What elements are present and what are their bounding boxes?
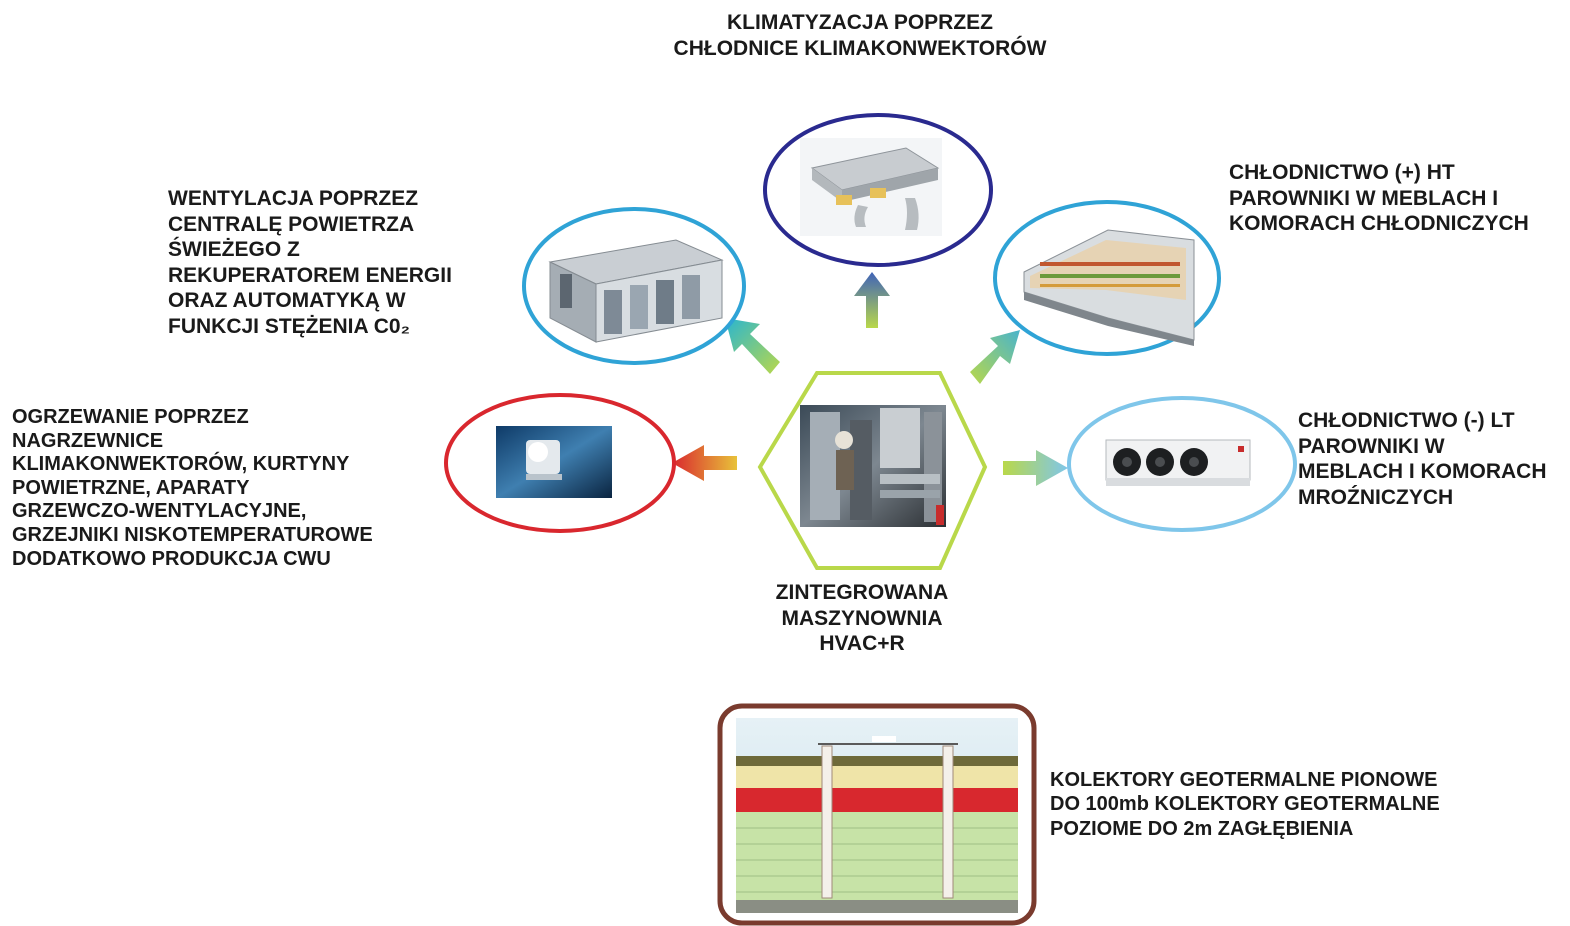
heating-label-line: GRZEWCZO-WENTYLACYJNE, <box>12 500 307 523</box>
cooling-lt-label-line: PAROWNIKI W <box>1298 434 1445 458</box>
heating-label-line: DODATKOWO PRODUKCJA CWU <box>12 547 331 570</box>
cooling-lt-label-line: CHŁODNICTWO (-) LT <box>1298 409 1515 432</box>
display-case-image <box>1023 229 1195 346</box>
cooling-ht-label: CHŁODNICTWO (+) HT PAROWNIKI W MEBLACH I… <box>1229 160 1529 237</box>
cooling-lt-label: CHŁODNICTWO (-) LT PAROWNIKI W MEBLACH I… <box>1298 408 1546 510</box>
geothermal-label-line: POZIOME DO 2m ZAGŁĘBIENIA <box>1050 817 1354 840</box>
center-label-line: HVAC+R <box>819 632 905 656</box>
geothermal-image <box>736 718 1018 913</box>
air-handling-unit-image <box>548 239 724 343</box>
center-label-line: ZINTEGROWANA <box>775 581 949 604</box>
arrow-right <box>1003 450 1068 486</box>
geothermal-label-line: DO 100mb KOLEKTORY GEOTERMALNE <box>1050 793 1440 816</box>
ventilation-label-line: ŚWIEŻEGO Z <box>168 238 300 262</box>
geothermal-label-line: KOLEKTORY GEOTERMALNE PIONOWE <box>1050 769 1438 791</box>
ventilation-label-line: CENTRALĘ POWIETRZA <box>168 212 415 236</box>
top-label: KLIMATYZACJA POPRZEZ CHŁODNICE KLIMAKONW… <box>640 10 1080 61</box>
machine-room-image <box>800 405 946 527</box>
cooling-ht-label-line: KOMORACH CHŁODNICZYCH <box>1229 212 1529 236</box>
center-label: ZINTEGROWANA MASZYNOWNIA HVAC+R <box>742 580 982 657</box>
arrow-up-left <box>725 318 780 374</box>
fan-coil-image <box>800 138 942 236</box>
ventilation-label-line: ORAZ AUTOMATYKĄ W <box>168 289 406 313</box>
evaporator-image <box>1105 439 1251 486</box>
top-label-line: KLIMATYZACJA POPRZEZ <box>727 11 993 34</box>
ventilation-label-line: WENTYLACJA POPRZEZ <box>168 187 419 210</box>
geothermal-label: KOLEKTORY GEOTERMALNE PIONOWE DO 100mb K… <box>1050 768 1440 841</box>
heating-label-line: NAGRZEWNICE <box>12 429 164 452</box>
cooling-lt-label-line: MROŹNICZYCH <box>1298 485 1454 509</box>
arrow-up <box>854 272 890 328</box>
heating-label: OGRZEWANIE POPRZEZ NAGRZEWNICE KLIMAKONW… <box>12 406 373 571</box>
heating-label-line: POWIETRZNE, APARATY <box>12 476 250 499</box>
arrow-up-right <box>970 330 1020 384</box>
heating-label-line: OGRZEWANIE POPRZEZ <box>12 406 249 428</box>
heating-label-line: GRZEJNIKI NISKOTEMPERATUROWE <box>12 523 373 546</box>
cooling-ht-label-line: CHŁODNICTWO (+) HT <box>1229 161 1455 184</box>
ventilation-label-line: REKUPERATOREM ENERGII <box>168 263 452 287</box>
cooling-ht-label-line: PAROWNIKI W MEBLACH I <box>1229 186 1499 210</box>
center-label-line: MASZYNOWNIA <box>781 606 943 630</box>
cooling-lt-label-line: MEBLACH I KOMORACH <box>1298 460 1547 484</box>
ventilation-label-line: FUNKCJI STĘŻENIA C0₂ <box>168 315 410 339</box>
heater-image <box>496 426 612 498</box>
ventilation-label: WENTYLACJA POPRZEZ CENTRALĘ POWIETRZA ŚW… <box>168 186 452 340</box>
arrow-left <box>672 445 737 481</box>
top-label-line: CHŁODNICE KLIMAKONWEKTORÓW <box>673 36 1047 60</box>
heating-label-line: KLIMAKONWEKTORÓW, KURTYNY <box>12 453 350 476</box>
